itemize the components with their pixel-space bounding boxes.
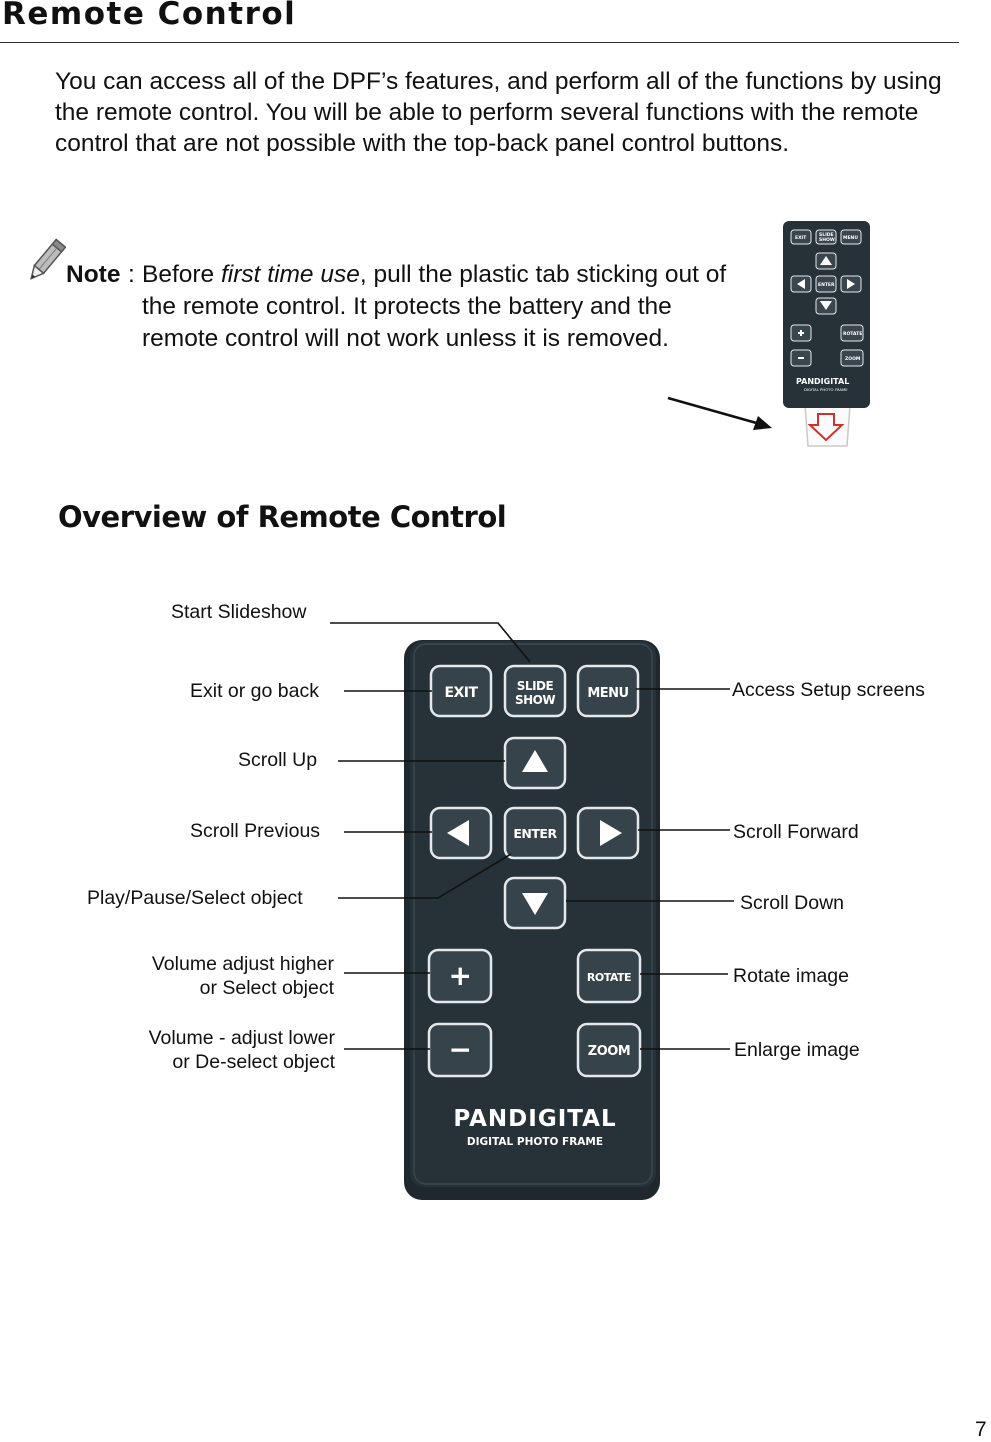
slideshow-label-2: SHOW bbox=[515, 693, 555, 707]
callout-play-pause: Play/Pause/Select object bbox=[87, 887, 303, 909]
pointer-arrowhead bbox=[753, 416, 772, 430]
note-text-before: Before bbox=[142, 261, 221, 288]
callout-scroll-down: Scroll Down bbox=[740, 892, 845, 914]
enter-button bbox=[503, 806, 567, 860]
callout-volume-higher: Volume adjust higher or Select object bbox=[100, 952, 334, 1000]
slideshow-button bbox=[503, 664, 567, 718]
note-label: Note bbox=[66, 261, 121, 288]
svg-text:SLIDE: SLIDE bbox=[819, 232, 834, 238]
callout-scroll-up: Scroll Up bbox=[238, 749, 318, 771]
intro-paragraph: You can access all of the DPF’s features… bbox=[55, 68, 942, 157]
callout-volume-lower: Volume - adjust lower or De-select objec… bbox=[100, 1026, 335, 1074]
menu-button-label: MENU bbox=[587, 686, 628, 701]
pointer-arrow-line bbox=[667, 396, 761, 426]
callout-rotate-image: Rotate image bbox=[733, 965, 849, 987]
svg-text:EXIT: EXIT bbox=[795, 235, 807, 241]
callout-scroll-forward: Scroll Forward bbox=[733, 821, 859, 843]
note-text-emphasis: first time use bbox=[221, 261, 360, 288]
menu-button bbox=[576, 664, 640, 718]
section-title: Overview of Remote Control bbox=[58, 500, 507, 534]
remote-overview-diagram: EXIT SLIDE SHOW MENU ENTER ROTATE ZOOM +… bbox=[330, 622, 734, 1200]
zoom-button-label: ZOOM bbox=[588, 1044, 630, 1059]
arrow-right-icon bbox=[600, 820, 622, 846]
svg-text:ROTATE: ROTATE bbox=[843, 331, 862, 337]
enter-button-label: ENTER bbox=[513, 826, 557, 841]
plus-button bbox=[427, 948, 493, 1004]
callout-volume-higher-line2: or Select object bbox=[199, 977, 334, 999]
svg-text:MENU: MENU bbox=[843, 235, 858, 241]
callout-volume-lower-line1: Volume - adjust lower bbox=[148, 1027, 335, 1049]
title-divider bbox=[0, 42, 959, 43]
slideshow-label-1: SLIDE bbox=[517, 679, 554, 693]
arrow-up-icon bbox=[522, 750, 548, 772]
svg-text:SHOW: SHOW bbox=[819, 237, 835, 243]
pencil-note-icon bbox=[30, 238, 66, 280]
svg-text:ZOOM: ZOOM bbox=[845, 356, 861, 362]
note-colon: : bbox=[128, 261, 135, 288]
callout-start-slideshow: Start Slideshow bbox=[171, 601, 307, 623]
arrow-left-icon bbox=[447, 820, 469, 846]
page-number: 7 bbox=[975, 1418, 987, 1441]
callout-lines bbox=[330, 622, 734, 1050]
callout-volume-lower-line2: or De-select object bbox=[172, 1051, 335, 1073]
callout-scroll-previous: Scroll Previous bbox=[190, 820, 321, 842]
note-text-after: , pull the plastic tab sticking out of t… bbox=[142, 261, 727, 352]
minus-button-label: − bbox=[449, 1033, 472, 1066]
minus-button bbox=[427, 1022, 493, 1078]
rotate-button bbox=[576, 948, 642, 1004]
svg-text:ENTER: ENTER bbox=[818, 282, 835, 288]
exit-button-label: EXIT bbox=[444, 685, 478, 701]
page-title: Remote Control bbox=[2, 0, 297, 32]
note-text: Before first time use, pull the plastic … bbox=[142, 259, 742, 355]
callout-exit-go-back: Exit or go back bbox=[190, 680, 319, 702]
arrow-down-icon bbox=[522, 893, 548, 915]
pull-tab-arrow-icon bbox=[807, 413, 845, 442]
zoom-button bbox=[576, 1022, 642, 1078]
callout-enlarge-image: Enlarge image bbox=[734, 1039, 860, 1061]
rotate-button-label: ROTATE bbox=[587, 971, 631, 984]
brand-subtitle: DIGITAL PHOTO FRAME bbox=[467, 1136, 603, 1148]
callout-access-setup: Access Setup screens bbox=[732, 679, 925, 701]
svg-text:DIGITAL PHOTO FRAME: DIGITAL PHOTO FRAME bbox=[804, 387, 848, 392]
small-remote-illustration: EXIT SLIDE SHOW MENU ENTER ROTATE ZOOM P… bbox=[667, 221, 870, 447]
svg-text:PANDIGITAL: PANDIGITAL bbox=[796, 377, 849, 386]
plus-button-label: + bbox=[449, 959, 472, 992]
callout-volume-higher-line1: Volume adjust higher bbox=[151, 953, 334, 975]
brand-logo: PANDIGITAL bbox=[453, 1106, 616, 1132]
